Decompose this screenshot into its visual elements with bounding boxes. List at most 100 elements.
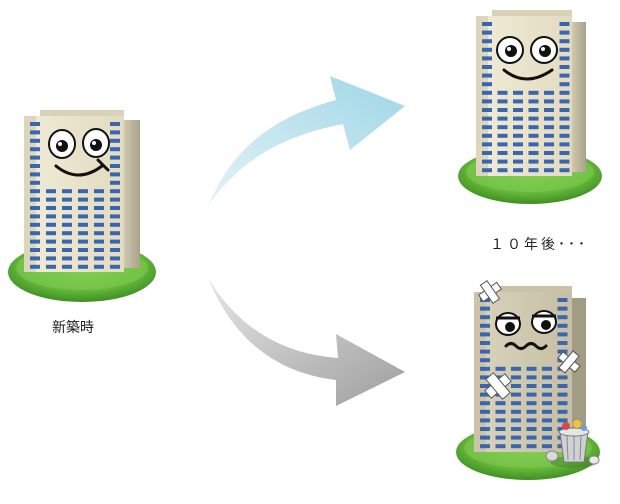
window <box>46 214 56 219</box>
window <box>497 125 508 130</box>
window <box>480 444 490 449</box>
window <box>528 99 539 104</box>
window <box>480 401 490 406</box>
window <box>480 358 490 363</box>
window <box>46 239 56 244</box>
window <box>544 108 554 112</box>
window <box>110 206 120 210</box>
window <box>559 22 570 26</box>
window <box>528 159 539 164</box>
window <box>46 248 56 252</box>
window <box>544 133 554 138</box>
window <box>62 231 72 236</box>
window <box>62 239 72 244</box>
window <box>94 231 104 236</box>
window <box>528 125 539 130</box>
window <box>480 349 490 354</box>
window <box>526 444 537 449</box>
window <box>528 133 539 138</box>
window <box>110 264 120 269</box>
window <box>78 231 88 236</box>
window <box>495 401 506 406</box>
window <box>30 248 40 252</box>
window <box>511 366 521 371</box>
trash-can-icon <box>545 420 600 468</box>
window <box>526 427 537 431</box>
window <box>559 30 570 35</box>
window <box>78 214 88 219</box>
window <box>526 418 537 423</box>
window <box>557 332 568 337</box>
window <box>528 168 539 173</box>
window <box>513 90 523 95</box>
window <box>110 130 120 135</box>
window <box>62 264 72 269</box>
window <box>480 427 490 431</box>
window <box>62 214 72 219</box>
window <box>559 56 570 61</box>
window <box>110 172 120 177</box>
window <box>526 435 537 440</box>
window <box>497 159 508 164</box>
window <box>559 133 570 138</box>
window <box>528 142 539 147</box>
window <box>544 142 554 147</box>
window <box>559 39 570 44</box>
caption-ten-years-later: １０年後･･･ <box>490 237 588 253</box>
window <box>110 239 120 244</box>
window <box>497 90 508 95</box>
window <box>482 82 492 87</box>
window <box>497 108 508 112</box>
window <box>511 427 521 431</box>
window <box>94 206 104 210</box>
window <box>482 56 492 61</box>
window <box>526 392 537 397</box>
window <box>557 409 568 414</box>
window <box>544 151 554 155</box>
window <box>482 99 492 104</box>
window <box>480 366 490 371</box>
window <box>528 90 539 95</box>
window <box>542 392 552 397</box>
window <box>78 239 88 244</box>
window <box>482 22 492 26</box>
window <box>480 384 490 388</box>
window <box>511 375 521 380</box>
window <box>511 418 521 423</box>
window <box>78 222 88 227</box>
window-grid <box>30 122 120 269</box>
window <box>46 256 56 261</box>
window <box>482 151 492 155</box>
window <box>526 384 537 388</box>
window <box>94 256 104 261</box>
window <box>30 164 40 168</box>
window <box>513 99 523 104</box>
window <box>542 366 552 371</box>
window <box>30 189 40 194</box>
arrow-bottom <box>208 278 405 406</box>
window <box>30 239 40 244</box>
window <box>559 90 570 95</box>
window <box>544 116 554 121</box>
window <box>513 151 523 155</box>
window <box>559 159 570 164</box>
window <box>78 189 88 194</box>
window <box>480 435 490 440</box>
window <box>557 315 568 320</box>
face-smiling <box>496 36 558 81</box>
window <box>511 444 521 449</box>
window <box>559 73 570 78</box>
window <box>30 122 40 126</box>
window <box>559 82 570 87</box>
window <box>62 189 72 194</box>
window <box>482 168 492 173</box>
window <box>480 375 490 380</box>
window <box>559 65 570 69</box>
window <box>495 409 506 414</box>
window <box>480 341 490 345</box>
window <box>46 189 56 194</box>
face-tired <box>495 310 557 350</box>
window <box>528 116 539 121</box>
window <box>110 214 120 219</box>
window <box>30 222 40 227</box>
